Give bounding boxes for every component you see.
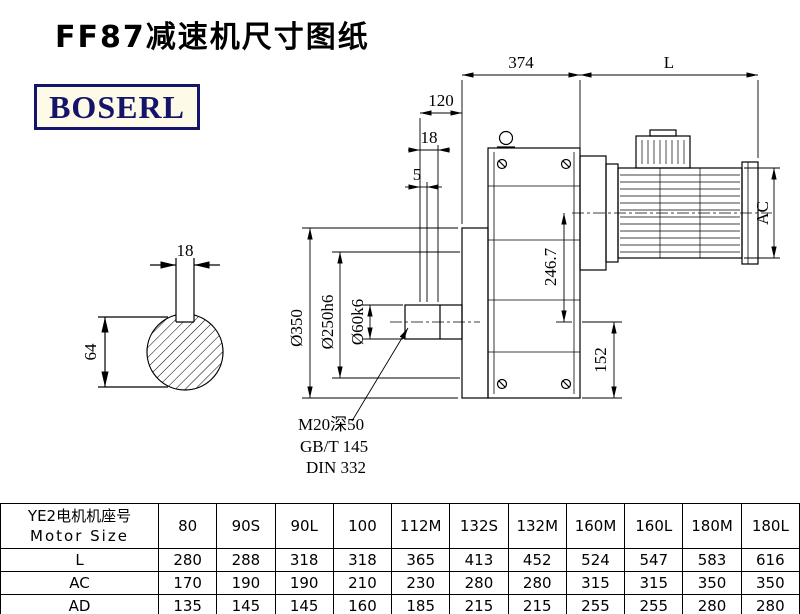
- table-cell: 350: [740, 571, 800, 595]
- table-row-AD: AD 135 145 145 160 185 215 215 255 255 2…: [0, 594, 800, 614]
- dim-5-label: 5: [413, 165, 422, 184]
- table-cell: 145: [216, 594, 276, 614]
- table-row-L: L 280 288 318 318 365 413 452 524 547 58…: [0, 548, 800, 572]
- table-cell: 524: [565, 548, 626, 572]
- table-cell: 190: [216, 571, 276, 595]
- dimension-lines: [302, 72, 780, 422]
- row-label: L: [0, 548, 159, 572]
- brand-logo-text: BOSERL: [49, 89, 185, 125]
- page-title: FF87减速机尺寸图纸: [55, 20, 370, 55]
- table-cell: 160: [332, 594, 393, 614]
- dim-120-label: 120: [428, 91, 454, 110]
- table-cell: 190: [274, 571, 334, 595]
- table-corner-header: YE2电机机座号 Motor Size: [0, 503, 159, 549]
- dim-dia250-label: Ø250h6: [318, 295, 337, 350]
- table-cell: 288: [216, 548, 276, 572]
- technical-drawing-svg: 18 64: [81, 53, 780, 477]
- motor: [572, 129, 772, 271]
- col-header: 90L: [274, 503, 334, 549]
- table-cell: 255: [624, 594, 684, 614]
- dim-keyway-width-label: 18: [177, 241, 194, 260]
- table-cell: 185: [391, 594, 451, 614]
- table-cell: 210: [332, 571, 393, 595]
- table-cell: 280: [682, 594, 742, 614]
- table-cell: 145: [274, 594, 334, 614]
- col-header: 180L: [740, 503, 800, 549]
- terminal-box-lines: [641, 140, 685, 164]
- col-header: 180M: [682, 503, 742, 549]
- table-cell: 350: [682, 571, 742, 595]
- table-cell: 215: [449, 594, 509, 614]
- col-header: 160M: [565, 503, 626, 549]
- row-label: AD: [0, 594, 159, 614]
- brand-logo-box: BOSERL: [34, 84, 200, 130]
- dim-152-label: 152: [591, 347, 610, 373]
- table-cell: 315: [565, 571, 626, 595]
- table-cell: 547: [624, 548, 684, 572]
- dim-374-label: 374: [508, 53, 534, 72]
- table-cell: 135: [157, 594, 218, 614]
- col-header: 132S: [449, 503, 509, 549]
- col-header: 80: [157, 503, 218, 549]
- col-header: 112M: [391, 503, 451, 549]
- col-header: 90S: [216, 503, 276, 549]
- table-cell: 280: [507, 571, 567, 595]
- dim-246-7-label: 246.7: [541, 247, 560, 286]
- table-cell: 318: [274, 548, 334, 572]
- thread-note-1: M20深50: [298, 415, 364, 434]
- table-row-AC: AC 170 190 190 210 230 280 280 315 315 3…: [0, 571, 800, 595]
- thread-note-2: GB/T 145: [300, 437, 368, 456]
- motor-fins: [620, 168, 740, 258]
- dim-dia350-label: Ø350: [287, 309, 306, 347]
- motor-size-table: YE2电机机座号 Motor Size 80 90S 90L 100 112M …: [0, 503, 800, 614]
- dim-18-label: 18: [421, 128, 438, 147]
- table-cell: 318: [332, 548, 393, 572]
- gearbox-main-view: [390, 130, 581, 399]
- table-cell: 170: [157, 571, 218, 595]
- table-cell: 280: [740, 594, 800, 614]
- table-cell: 280: [449, 571, 509, 595]
- col-header: 100: [332, 503, 393, 549]
- table-cell: 616: [740, 548, 800, 572]
- motor-frame-header-en: Motor Size: [30, 527, 129, 545]
- dim-dia60-label: Ø60k6: [348, 299, 367, 345]
- col-header: 132M: [507, 503, 567, 549]
- table-cell: 230: [391, 571, 451, 595]
- table-cell: 280: [157, 548, 218, 572]
- row-label: AC: [0, 571, 159, 595]
- motor-frame-header-cn: YE2电机机座号: [27, 506, 132, 525]
- table-cell: 583: [682, 548, 742, 572]
- table-cell: 452: [507, 548, 567, 572]
- table-cell: 315: [624, 571, 684, 595]
- shaft-end-view: [98, 258, 224, 391]
- table-cell: 215: [507, 594, 567, 614]
- dim-L-label: L: [664, 53, 674, 72]
- thread-note-3: DIN 332: [306, 458, 366, 477]
- dim-AC-label: AC: [753, 201, 772, 225]
- table-cell: 413: [449, 548, 509, 572]
- table-cell: 365: [391, 548, 451, 572]
- table-cell: 255: [565, 594, 626, 614]
- col-header: 160L: [624, 503, 684, 549]
- dim-shaft-height-label: 64: [81, 343, 100, 361]
